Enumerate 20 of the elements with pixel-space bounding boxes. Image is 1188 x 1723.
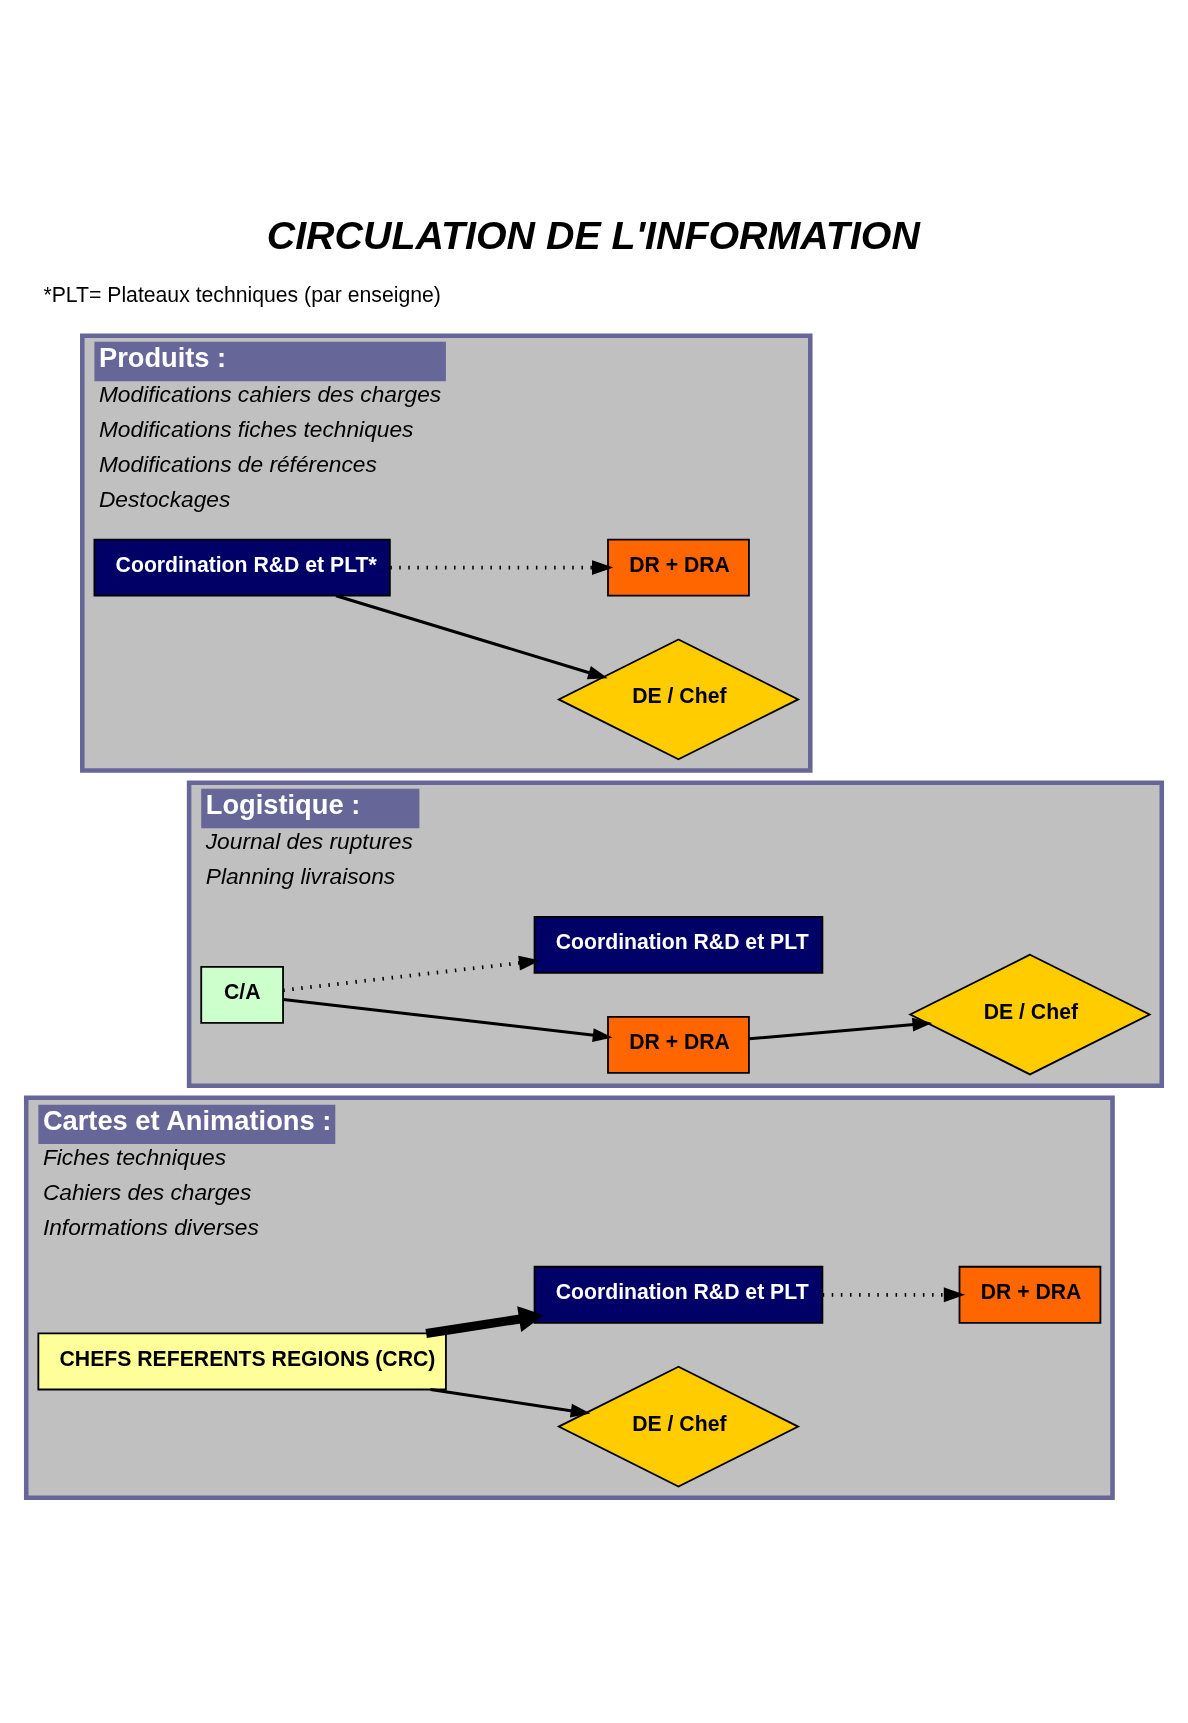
arrow: [335, 594, 608, 680]
node-box: DR + DRA: [958, 1265, 1102, 1324]
arrow: [425, 1306, 544, 1338]
node-box: DR + DRA: [607, 1015, 750, 1074]
node-box: DR + DRA: [607, 538, 750, 597]
arrow: [390, 560, 614, 576]
node-box: Coordination R&D et PLT: [533, 915, 824, 974]
node-box: Coordination R&D et PLT: [533, 1265, 824, 1324]
caption: *PLT= Plateaux techniques (par enseigne): [43, 282, 441, 306]
node-box: CHEFS REFERENTS REGIONS (CRC): [37, 1332, 447, 1391]
arrow: [283, 955, 541, 993]
arrow: [749, 1017, 933, 1041]
node-diamond: DE / Chef: [556, 638, 801, 761]
arrow: [430, 1388, 591, 1418]
arrow: [822, 1287, 966, 1303]
node-diamond: DE / Chef: [556, 1365, 801, 1488]
node-box: Coordination R&D et PLT*: [93, 538, 391, 597]
node-box: C/A: [200, 965, 284, 1024]
diagram-title: CIRCULATION DE L'INFORMATION: [266, 213, 920, 258]
arrow: [283, 997, 613, 1042]
